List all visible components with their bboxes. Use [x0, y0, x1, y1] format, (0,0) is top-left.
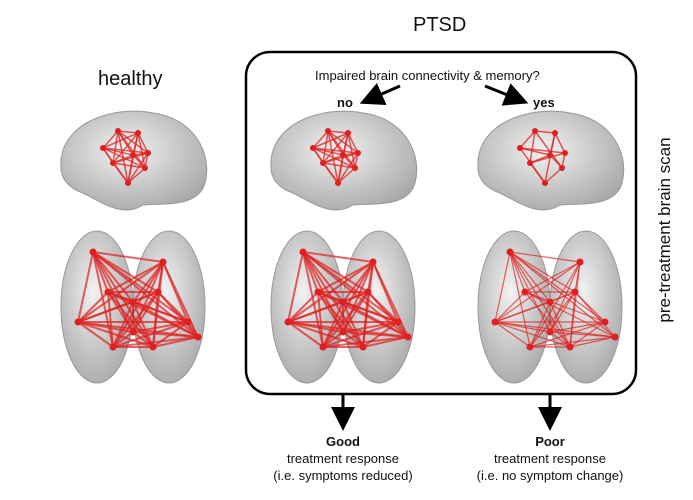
- no-lateral-brain: [270, 110, 418, 211]
- healthy-lateral-brain: [60, 110, 208, 211]
- network-graph: [517, 128, 568, 186]
- ptsd-title: PTSD: [413, 14, 467, 36]
- no-axial-brain: [270, 230, 416, 384]
- outcome-label: Poor: [535, 434, 565, 449]
- question-text: Impaired brain connectivity & memory?: [315, 68, 540, 83]
- outcome-label: Good: [326, 434, 360, 449]
- outcome-line2: (i.e. symptoms reduced): [273, 468, 413, 483]
- network-graph: [284, 248, 412, 351]
- outcome-line2: (i.e. no symptom change): [476, 468, 624, 483]
- outcome-line1: treatment response: [493, 451, 606, 466]
- side-label: pre-treatment brain scan: [655, 137, 674, 323]
- network-graph: [100, 128, 151, 186]
- arrow-no: [359, 82, 401, 105]
- yes-axial-brain: [477, 230, 623, 384]
- arrow-yes: [484, 83, 529, 106]
- healthy-title: healthy: [98, 68, 163, 90]
- branch-no: no: [337, 95, 353, 110]
- branch-yes: yes: [533, 95, 555, 110]
- ptsd-frame: [244, 50, 638, 396]
- outcome-good: Good treatment response (i.e. symptoms r…: [243, 433, 443, 484]
- yes-lateral-brain: [477, 110, 625, 211]
- network-graph: [310, 128, 361, 186]
- network-graph: [74, 248, 202, 351]
- outcome-line1: treatment response: [286, 451, 399, 466]
- healthy-axial-brain: [60, 230, 206, 384]
- outcome-poor: Poor treatment response (i.e. no symptom…: [450, 433, 650, 484]
- network-graph: [491, 248, 619, 351]
